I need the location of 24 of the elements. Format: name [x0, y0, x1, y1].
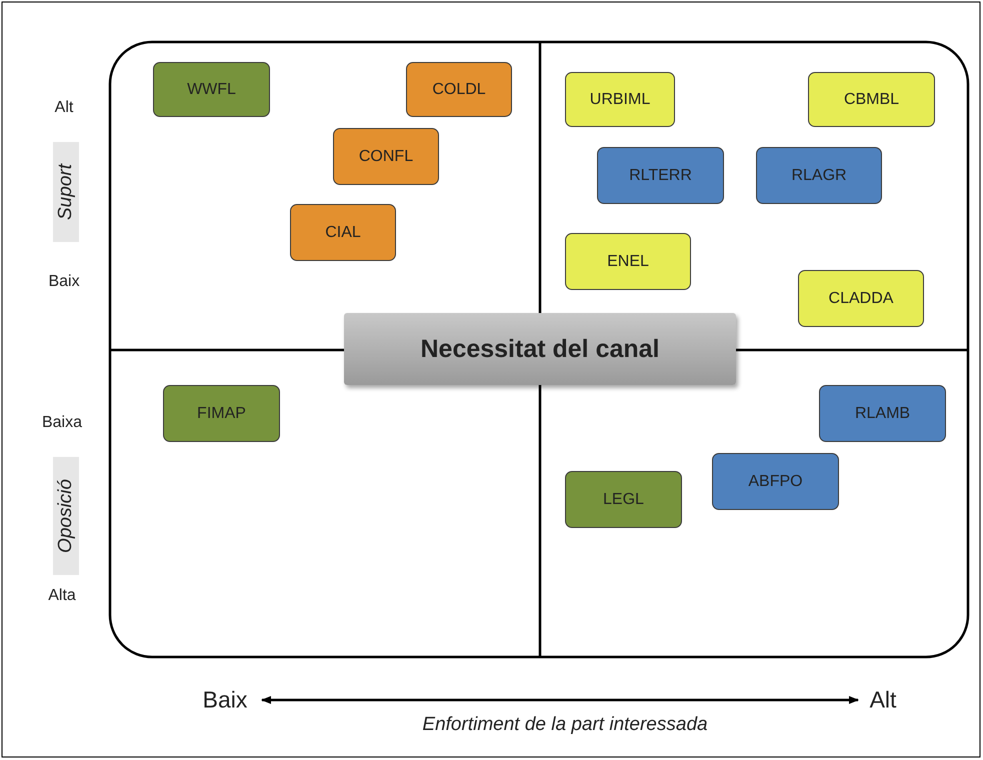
scale-label: Baix: [48, 273, 80, 291]
stakeholder-box: RLTERR: [597, 147, 724, 204]
stakeholder-box: RLAGR: [756, 147, 882, 204]
stakeholder-box: ENEL: [565, 233, 691, 290]
axis-title: Enfortiment de la part interessada: [422, 714, 708, 736]
scale-label: Alt: [870, 686, 896, 714]
scale-label: Alta: [48, 587, 76, 605]
stakeholder-box: RLAMB: [819, 385, 946, 442]
stakeholder-box: CBMBL: [808, 72, 935, 127]
title-box: Necessitat del canal: [344, 313, 736, 385]
stakeholder-box: CONFL: [333, 128, 439, 185]
scale-label: Baixa: [42, 414, 82, 432]
stakeholder-box: WWFL: [153, 62, 270, 117]
stakeholder-box: CLADDA: [798, 270, 924, 327]
axis-label: Suport: [53, 142, 79, 242]
stakeholder-box: URBIML: [565, 72, 675, 127]
stakeholder-box: COLDL: [406, 62, 512, 117]
scale-label: Alt: [54, 99, 74, 117]
stakeholder-box: CIAL: [290, 204, 396, 261]
axis-label: Oposició: [53, 457, 79, 575]
stakeholder-box: LEGL: [565, 471, 682, 528]
stakeholder-box: ABFPO: [712, 453, 839, 510]
stakeholder-box: FIMAP: [163, 385, 280, 442]
scale-label: Baix: [202, 686, 248, 714]
